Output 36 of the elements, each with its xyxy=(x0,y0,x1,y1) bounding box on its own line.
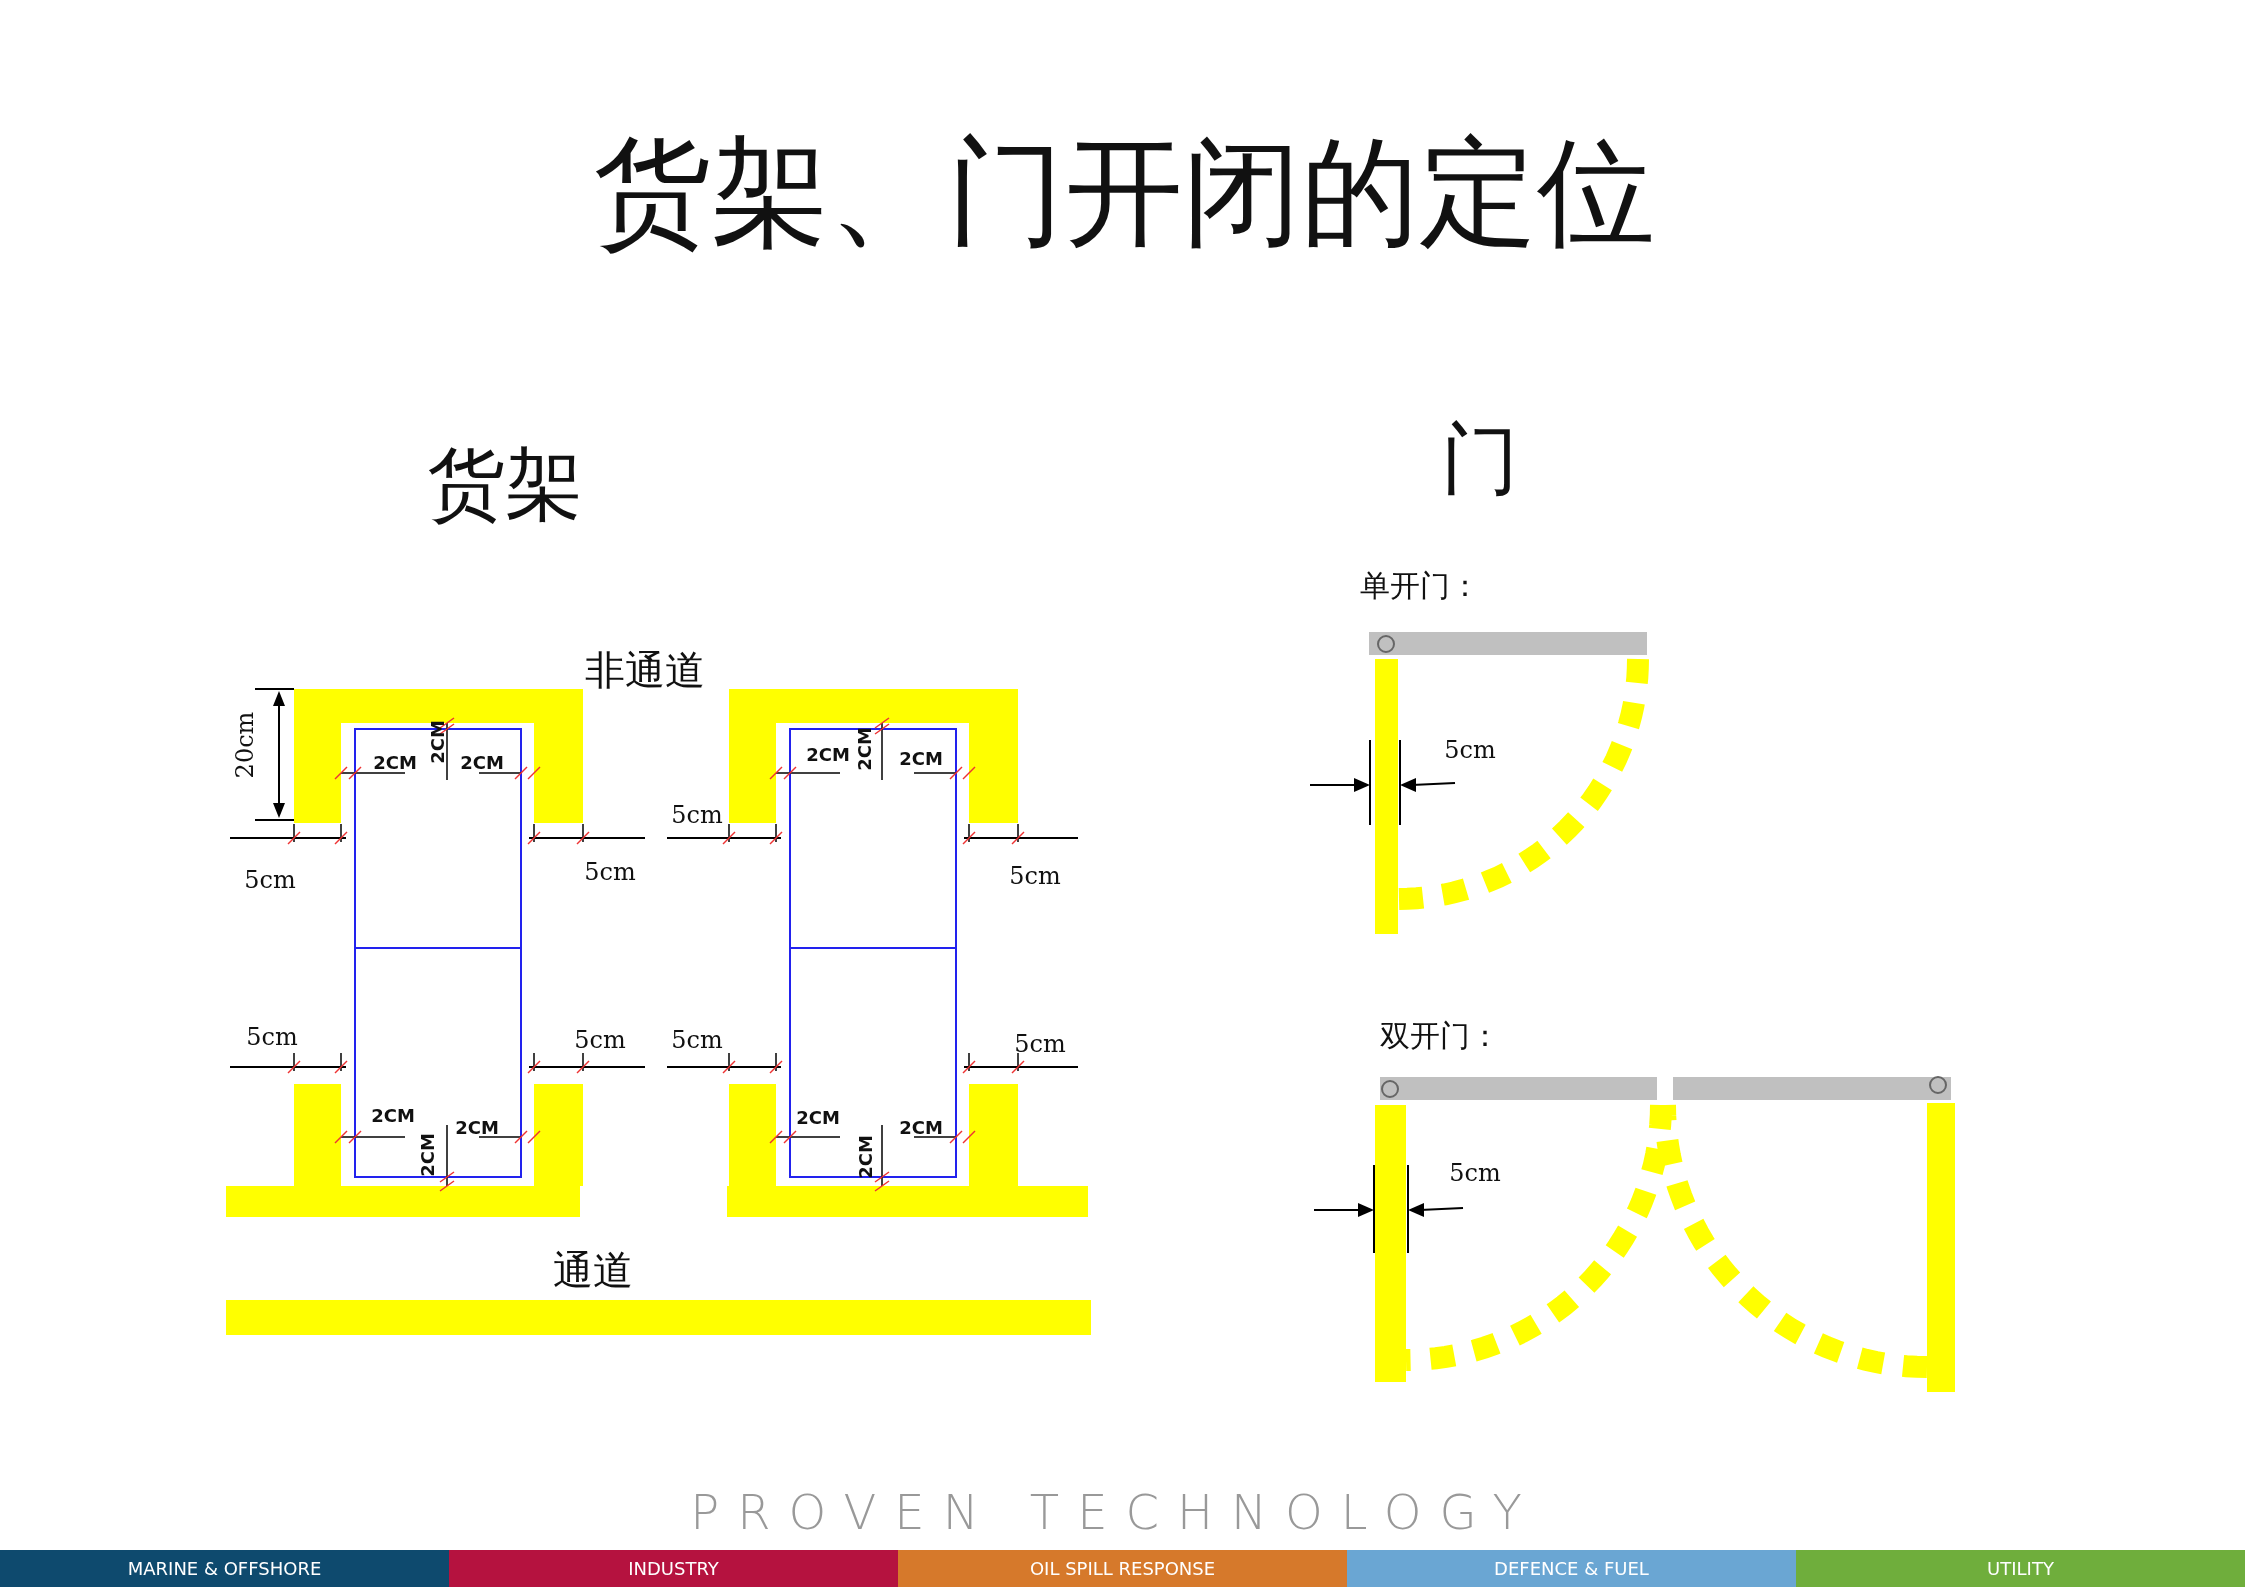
footer-band: DEFENCE & FUEL xyxy=(1347,1550,1796,1587)
footer-band: OIL SPILL RESPONSE xyxy=(898,1550,1347,1587)
dimension-label: 5cm xyxy=(1449,1159,1501,1187)
dimension-label: 2CM xyxy=(855,727,875,771)
dimension-label: 2CM xyxy=(899,749,943,769)
dimension-label: 20cm xyxy=(231,711,259,779)
dimension-label: 2CM xyxy=(455,1118,499,1138)
dimension-label: 5cm xyxy=(1014,1030,1066,1058)
zone-label: 通道 xyxy=(553,1248,633,1292)
section-heading: 货架 xyxy=(427,442,583,528)
dimension-label: 5cm xyxy=(671,1026,723,1054)
dimension-label: 2CM xyxy=(796,1108,840,1128)
dimension-label: 2CM xyxy=(428,720,448,764)
door-type-label: 单开门： xyxy=(1360,568,1480,602)
dimension-label: 5cm xyxy=(584,858,636,886)
dimension-label: 5cm xyxy=(1009,862,1061,890)
section-heading: 门 xyxy=(1441,417,1519,503)
dimension-label: 5cm xyxy=(246,1023,298,1051)
dimension-label: 2CM xyxy=(460,753,504,773)
tagline: PROVEN TECHNOLOGY xyxy=(690,1485,1540,1539)
footer-band: MARINE & OFFSHORE xyxy=(0,1550,449,1587)
dimension-label: 2CM xyxy=(371,1106,415,1126)
footer-band: UTILITY xyxy=(1796,1550,2245,1587)
dimension-label: 5cm xyxy=(1444,736,1496,764)
page-title: 货架、门开闭的定位 xyxy=(593,128,1655,258)
dimension-label: 5cm xyxy=(244,866,296,894)
door-type-label: 双开门： xyxy=(1380,1018,1500,1052)
zone-label: 非通道 xyxy=(585,648,705,692)
dimension-label: 2CM xyxy=(856,1135,876,1179)
dimension-label: 2CM xyxy=(418,1133,438,1177)
dimension-label: 2CM xyxy=(899,1118,943,1138)
footer-band: INDUSTRY xyxy=(449,1550,898,1587)
dimension-label: 5cm xyxy=(671,801,723,829)
dimension-label: 5cm xyxy=(574,1026,626,1054)
dimension-label: 2CM xyxy=(806,745,850,765)
dimension-label: 2CM xyxy=(373,753,417,773)
